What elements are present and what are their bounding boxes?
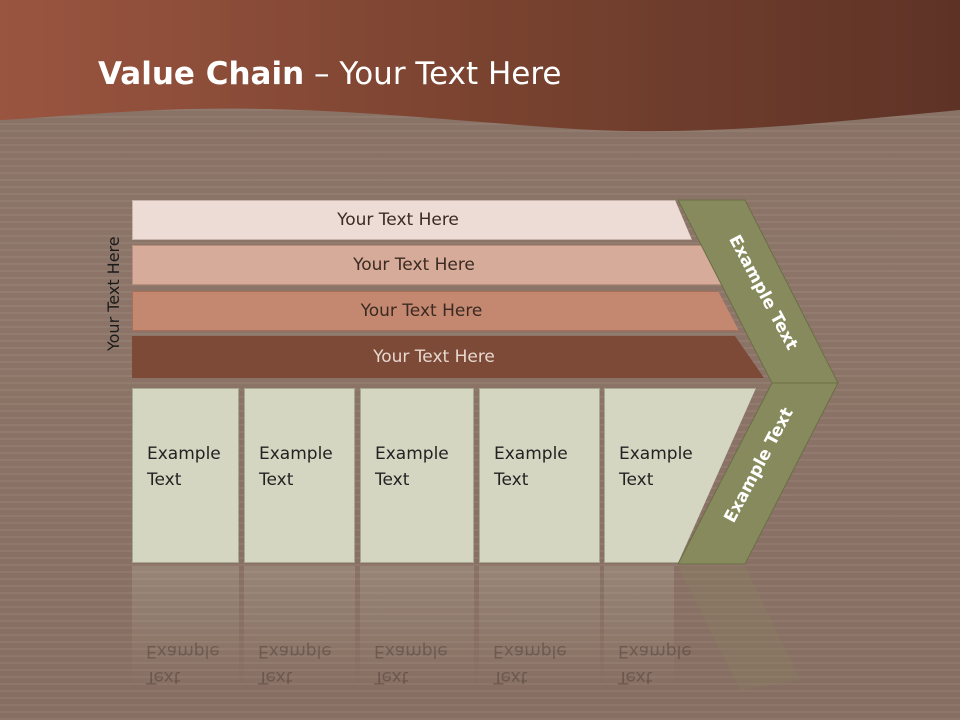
activity-label-line2: Text (494, 470, 529, 490)
support-band-label: Your Text Here (353, 255, 475, 275)
chevron-reflection (678, 566, 800, 690)
header-banner (0, 0, 960, 132)
activity-label-line2: Text (619, 470, 654, 490)
activity-label-line1: Example (494, 444, 568, 464)
support-band-3: Your Text Here (132, 291, 739, 331)
support-band-label: Your Text Here (373, 347, 495, 367)
slide-title-rest: – Your Text Here (304, 56, 562, 92)
slide-title-bold: Value Chain (98, 56, 305, 92)
activity-label-line1: Example (147, 444, 221, 464)
activity-label-line2: Text (147, 470, 182, 490)
activity-label-line2: Text (375, 470, 410, 490)
activity-label-line2: Text (259, 470, 294, 490)
support-band-label: Your Text Here (337, 210, 459, 230)
slide-title: Value Chain – Your Text Here (98, 54, 561, 94)
support-band-1: Your Text Here (132, 200, 692, 240)
activity-label-line1: Example (619, 444, 693, 464)
chevron-lower (677, 382, 839, 565)
support-band-4: Your Text Here (132, 336, 764, 378)
activity-label-line1: Example (259, 444, 333, 464)
activity-label-line1: Example (375, 444, 449, 464)
support-band-2: Your Text Here (132, 245, 724, 285)
support-band-label: Your Text Here (360, 301, 483, 321)
